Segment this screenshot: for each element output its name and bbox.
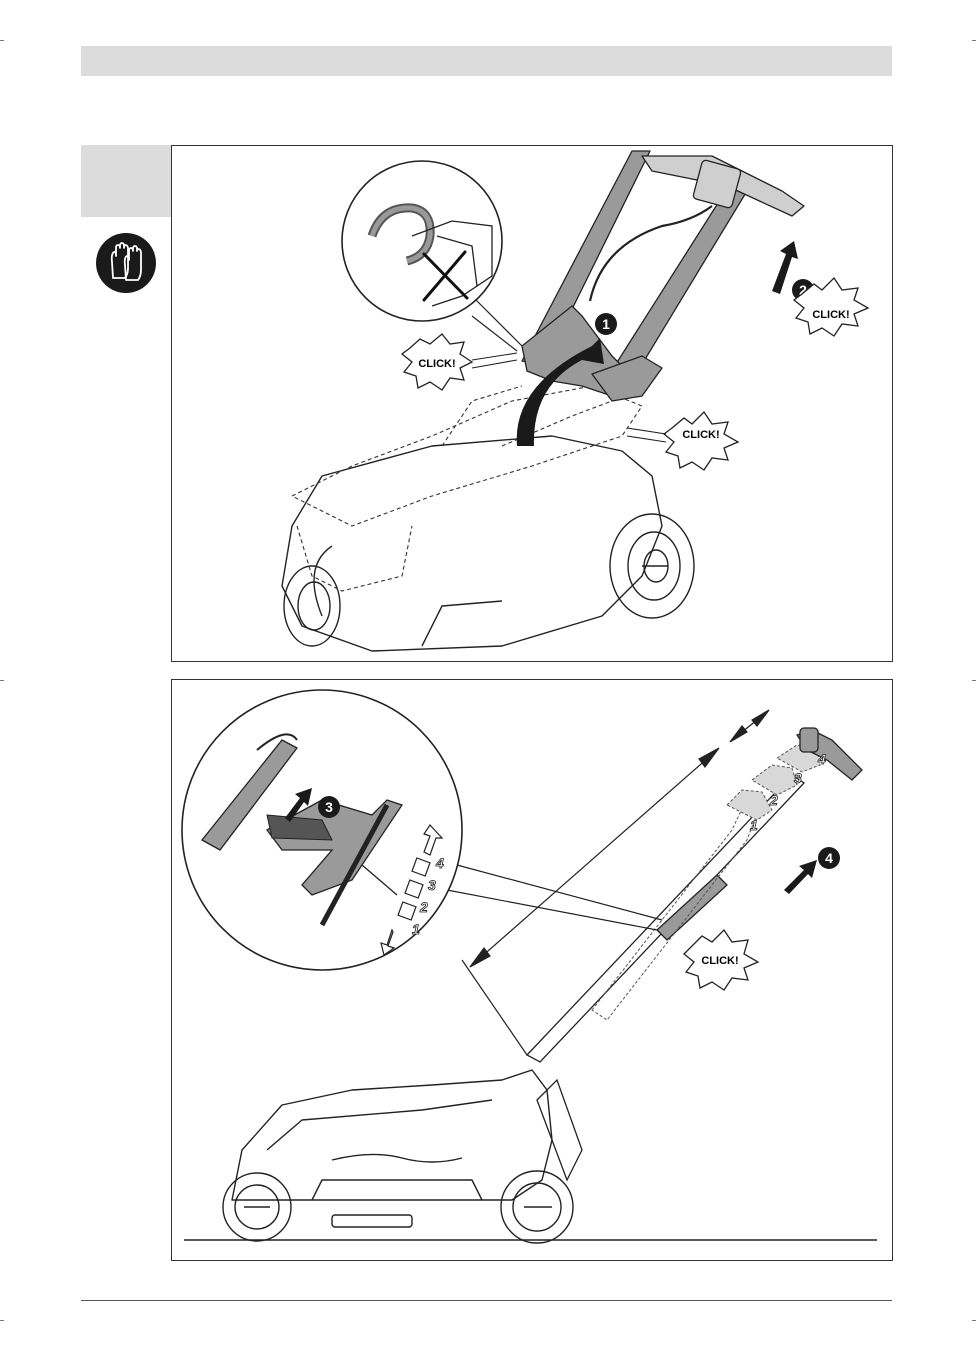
crop-mark (972, 40, 976, 41)
svg-text:2: 2 (419, 899, 428, 915)
figure-handle-unfold: 1 2 CLICK! CLICK! CLICK! (171, 145, 893, 662)
detail-magnifier-bottom: 3 4 3 2 1 (182, 690, 662, 970)
step-1-badge: 1 (595, 313, 617, 335)
gloves-icon (95, 232, 157, 294)
svg-text:CLICK!: CLICK! (682, 429, 719, 441)
rear-wheel (610, 514, 694, 618)
svg-text:4: 4 (435, 855, 444, 871)
side-wheels (223, 1171, 573, 1243)
svg-text:CLICK!: CLICK! (418, 358, 455, 370)
footer-rule (81, 1300, 892, 1301)
crop-mark (0, 680, 4, 681)
folded-handle-outline (292, 386, 642, 591)
svg-text:2: 2 (769, 792, 778, 808)
figure-handle-height: 1 2 3 4 4 CLICK! (171, 679, 893, 1261)
svg-text:CLICK!: CLICK! (701, 955, 738, 967)
step-3-badge: 3 (318, 796, 340, 818)
svg-text:3: 3 (794, 770, 802, 786)
push-arrow-4 (784, 860, 817, 894)
crop-mark (972, 680, 976, 681)
svg-text:1: 1 (750, 817, 758, 833)
side-tab (81, 145, 171, 217)
svg-text:1: 1 (602, 316, 610, 332)
click-burst-left: CLICK! (402, 334, 517, 390)
svg-text:3: 3 (325, 799, 333, 815)
crop-mark (972, 1320, 976, 1321)
crop-mark (0, 1320, 4, 1321)
svg-text:3: 3 (428, 877, 436, 893)
click-burst-bottom: CLICK! (684, 930, 758, 990)
header-bar (81, 46, 892, 76)
crop-mark (0, 40, 4, 41)
svg-text:4: 4 (817, 751, 826, 767)
svg-text:4: 4 (825, 850, 833, 866)
svg-text:1: 1 (412, 921, 420, 937)
handle-pole (527, 775, 804, 1062)
svg-text:CLICK!: CLICK! (812, 309, 849, 321)
click-burst-right: CLICK! (627, 412, 738, 470)
detail-magnifier (342, 161, 522, 351)
mower-side (232, 1070, 552, 1227)
step-4-badge: 4 (818, 847, 840, 869)
